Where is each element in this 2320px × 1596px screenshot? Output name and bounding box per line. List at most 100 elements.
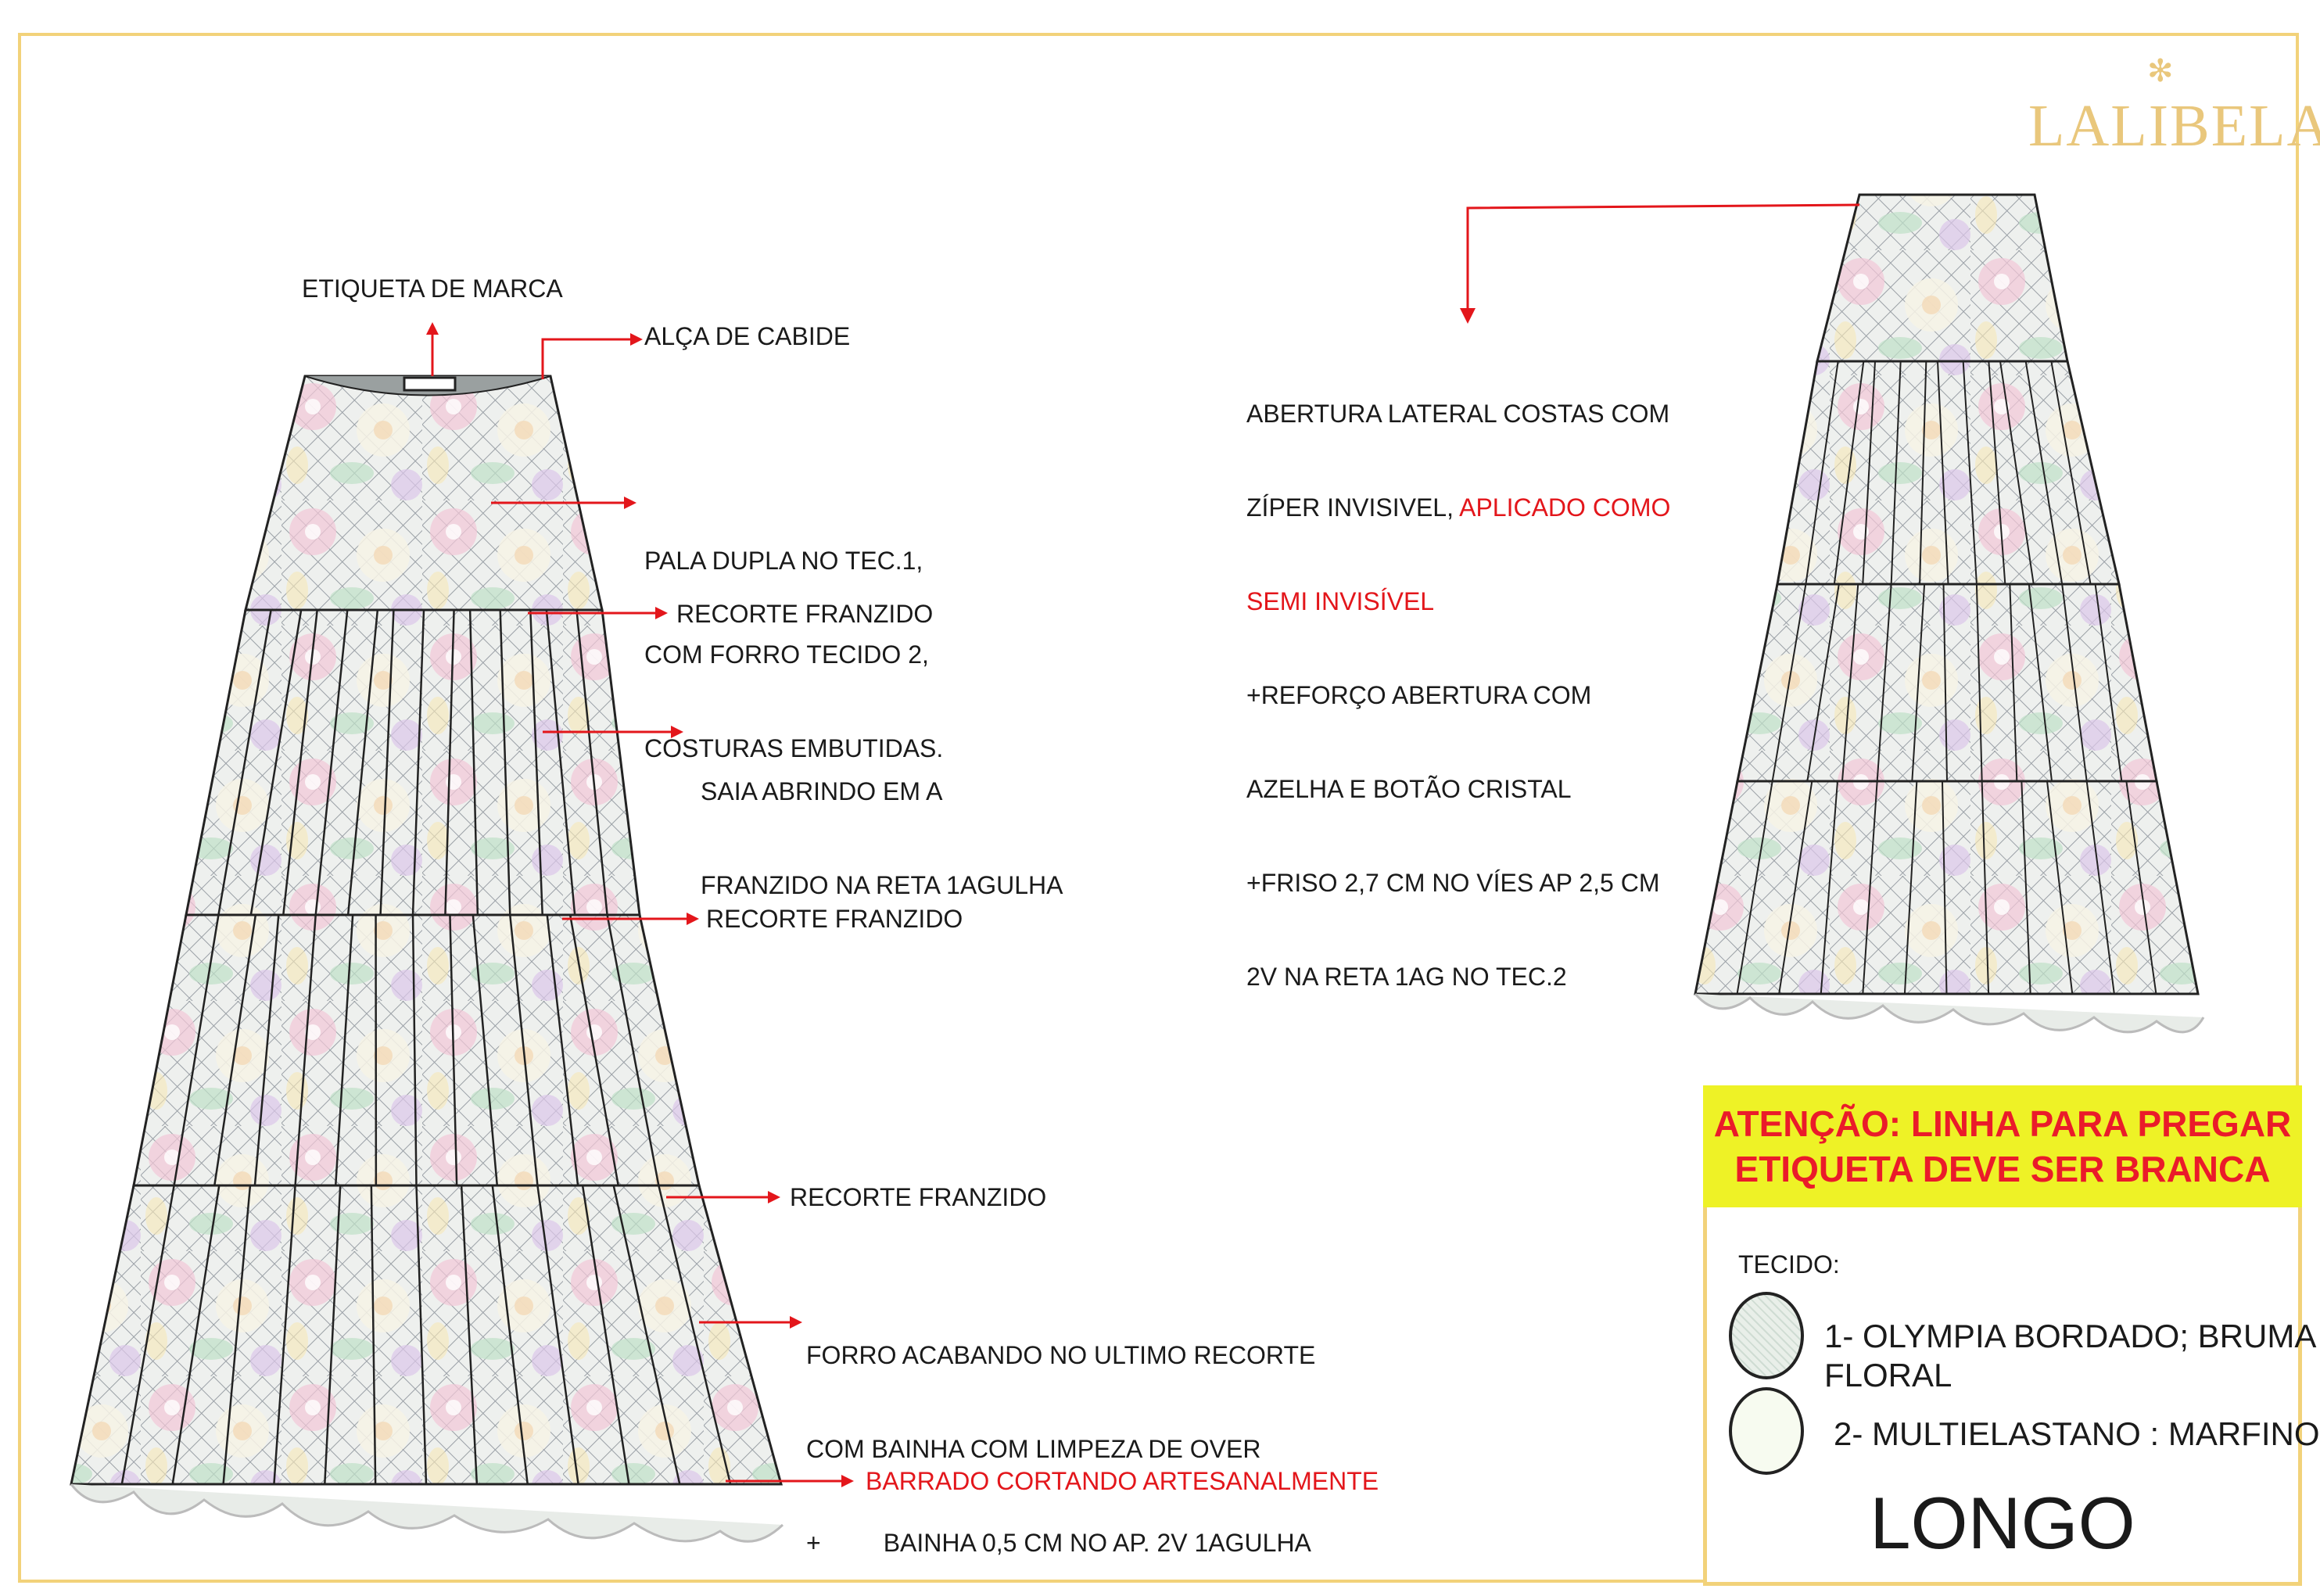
gather-line bbox=[1862, 780, 1878, 995]
gather-line bbox=[173, 914, 220, 1186]
gather-line bbox=[546, 914, 579, 1186]
front-skirt-drawing bbox=[70, 375, 784, 1543]
gather-line bbox=[1981, 780, 1990, 995]
gather-line bbox=[444, 609, 455, 916]
gather-line bbox=[1820, 780, 1838, 995]
gather-line bbox=[1919, 360, 1927, 585]
gather-line bbox=[1736, 780, 1773, 995]
callout-saia-line: SAIA ABRINDO EM A bbox=[701, 777, 943, 805]
fabric-item-1-line: FLORAL bbox=[1824, 1357, 1952, 1393]
page-frame bbox=[18, 33, 2299, 1583]
gather-line bbox=[1862, 360, 1876, 585]
back-callout-line: AZELHA E BOTÃO CRISTAL bbox=[1246, 775, 1572, 803]
gather-line bbox=[222, 1185, 252, 1485]
gather-line bbox=[415, 1185, 428, 1485]
gather-line bbox=[217, 609, 272, 916]
back-callout-highlight: APLICADO COMO bbox=[1459, 493, 1671, 522]
callout-alca: ALÇA DE CABIDE bbox=[644, 322, 851, 350]
model-name: LONGO bbox=[1870, 1482, 2135, 1564]
gather-line bbox=[273, 1185, 296, 1485]
gather-line bbox=[411, 609, 425, 916]
callout-arrows bbox=[431, 203, 1860, 1483]
callout-pala: PALA DUPLA NO TEC.1, COM FORRO TECIDO 2,… bbox=[644, 482, 943, 795]
gather-line bbox=[334, 914, 354, 1186]
gather-line bbox=[213, 914, 257, 1186]
callout-pala-line: PALA DUPLA NO TEC.1, bbox=[644, 547, 923, 575]
gather-line bbox=[472, 914, 499, 1186]
arrow-heads bbox=[426, 308, 1476, 1487]
callout-forro-line: + BAINHA 0,5 CM NO AP. 2V 1AGULHA bbox=[806, 1529, 1311, 1557]
gather-line bbox=[346, 609, 379, 916]
gather-line bbox=[2021, 780, 2031, 995]
gather-line bbox=[1771, 583, 1807, 782]
callout-recorte-3: RECORTE FRANZIDO bbox=[790, 1183, 1047, 1211]
gather-line bbox=[509, 914, 539, 1186]
gather-line bbox=[568, 914, 619, 1186]
fabric-swatch-floral bbox=[1729, 1292, 1804, 1379]
brand-label-tag bbox=[403, 376, 457, 392]
callout-forro: FORRO ACABANDO NO ULTIMO RECORTE COM BAI… bbox=[806, 1277, 1315, 1590]
gather-line bbox=[1999, 360, 2035, 585]
gather-line bbox=[2094, 583, 2123, 782]
callout-forro-line: FORRO ACABANDO NO ULTIMO RECORTE bbox=[806, 1341, 1316, 1369]
warning-banner: ATENÇÃO: LINHA PARA PREGAR ETIQUETA DEVE… bbox=[1703, 1085, 2302, 1207]
gather-line bbox=[2061, 583, 2088, 782]
back-callout-line: ZÍPER INVISIVEL, APLICADO COMO bbox=[1246, 492, 1670, 523]
gather-line bbox=[581, 1185, 630, 1485]
gather-line bbox=[370, 1185, 377, 1485]
gather-line bbox=[294, 914, 317, 1186]
callout-saia: SAIA ABRINDO EM A FRANZIDO NA RETA 1AGUL… bbox=[701, 713, 1063, 932]
callout-saia-line: FRANZIDO NA RETA 1AGULHA bbox=[701, 871, 1063, 899]
gather-line bbox=[612, 1185, 681, 1485]
gather-line bbox=[2050, 360, 2092, 585]
callout-recorte-1: RECORTE FRANZIDO bbox=[676, 600, 934, 628]
gather-line bbox=[468, 609, 479, 916]
gather-line bbox=[491, 1185, 529, 1485]
back-skirt-drawing bbox=[1694, 193, 2205, 1034]
gather-line bbox=[411, 914, 418, 1186]
gather-line bbox=[460, 1185, 479, 1485]
gather-line bbox=[1937, 360, 1949, 585]
gather-line bbox=[1806, 583, 1840, 782]
gather-line bbox=[1911, 583, 1926, 782]
gather-line bbox=[606, 914, 660, 1186]
gather-line bbox=[120, 1185, 175, 1485]
gather-line bbox=[379, 609, 395, 916]
gather-line bbox=[1942, 780, 1948, 995]
gather-line bbox=[449, 914, 458, 1186]
fabric-swatch-marfino bbox=[1729, 1387, 1804, 1475]
callout-forro-line: COM BAINHA COM LIMPEZA DE OVER bbox=[806, 1435, 1261, 1463]
gather-line bbox=[536, 1185, 579, 1485]
back-callout-line: +FRISO 2,7 CM NO VÍES AP 2,5 CM bbox=[1246, 869, 1660, 897]
gather-line bbox=[249, 609, 303, 916]
back-callout-line: ABERTURA LATERAL COSTAS COM bbox=[1246, 400, 1670, 428]
gather-line bbox=[1962, 360, 1978, 585]
callout-back-opening: ABERTURA LATERAL COSTAS COM ZÍPER INVISI… bbox=[1246, 335, 1670, 1024]
back-callout-text: ZÍPER INVISIVEL, bbox=[1246, 493, 1460, 522]
back-callout-line: +REFORÇO ABERTURA COM bbox=[1246, 681, 1592, 709]
warning-line: ATENÇÃO: LINHA PARA PREGAR bbox=[1713, 1103, 2292, 1144]
gather-line bbox=[499, 609, 511, 916]
gather-line bbox=[282, 609, 318, 916]
gather-line bbox=[324, 1185, 342, 1485]
gather-line bbox=[1805, 360, 1839, 585]
gather-line bbox=[2024, 360, 2064, 585]
gather-line bbox=[529, 609, 543, 916]
gather-line bbox=[1833, 360, 1865, 585]
gather-line bbox=[314, 609, 349, 916]
gather-line bbox=[1942, 583, 1948, 782]
gather-line bbox=[2125, 780, 2157, 995]
callout-pala-line: COM FORRO TECIDO 2, bbox=[644, 640, 929, 669]
gather-line bbox=[1778, 780, 1813, 995]
gather-line bbox=[253, 914, 280, 1186]
back-callout-line: 2V NA RETA 1AG NO TEC.2 bbox=[1246, 963, 1567, 991]
gather-line bbox=[171, 1185, 221, 1485]
gather-line bbox=[1876, 583, 1892, 782]
gather-line bbox=[576, 609, 608, 916]
gather-line bbox=[1975, 583, 1983, 782]
fabric-item-1-line: 1- OLYMPIA BORDADO; BRUMA bbox=[1824, 1318, 2317, 1354]
fabric-item-2: 2- MULTIELASTANO : MARFINO bbox=[1834, 1415, 2320, 1452]
callout-pala-line: COSTURAS EMBUTIDAS. bbox=[644, 734, 944, 762]
